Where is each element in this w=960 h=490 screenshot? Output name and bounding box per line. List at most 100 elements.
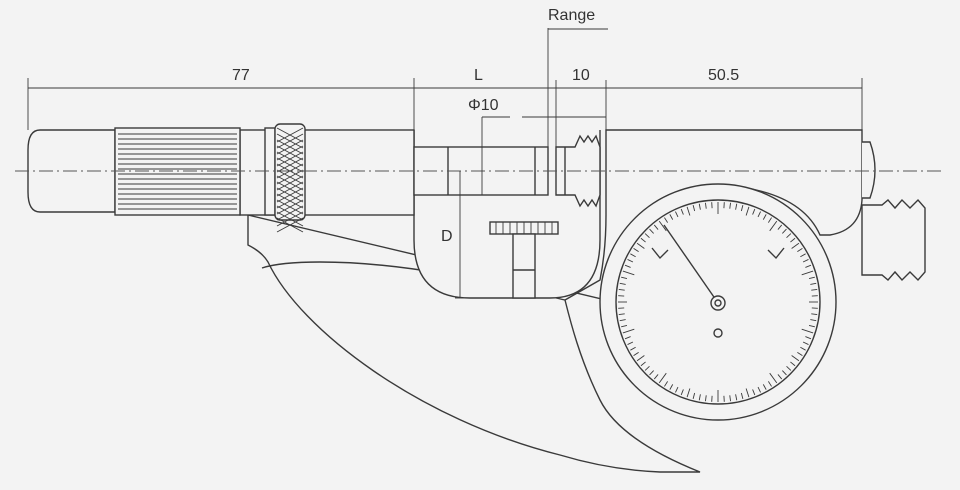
- dial-tick: [636, 355, 645, 362]
- dial-tick: [692, 392, 696, 399]
- dial-tick: [801, 328, 814, 334]
- dimension-lines: [27, 28, 863, 299]
- line: [276, 193, 304, 209]
- dial-tick: [675, 211, 679, 218]
- dial-tick: [808, 324, 815, 328]
- dial-tick: [692, 205, 696, 212]
- knurled-thimble: [114, 127, 241, 216]
- dial-tick: [745, 206, 750, 216]
- dial-tick: [757, 211, 761, 218]
- dial-tick: [762, 384, 767, 390]
- dial-tick: [621, 324, 628, 328]
- dial-tick: [802, 259, 809, 263]
- line: [276, 151, 304, 167]
- dial-tick: [658, 372, 667, 384]
- dial-tick: [705, 395, 707, 402]
- line: [276, 169, 304, 185]
- dial-tick: [735, 394, 738, 401]
- dial-tick: [800, 253, 806, 258]
- dial-tick: [698, 394, 701, 401]
- dial-tick: [664, 217, 669, 223]
- dial-tick: [669, 214, 674, 220]
- limit-mark-right: [767, 247, 785, 260]
- dial-tick: [686, 388, 691, 398]
- dial-tick: [624, 336, 631, 340]
- dial-tick: [640, 361, 646, 367]
- dial-tick: [769, 220, 778, 232]
- dial-tick: [680, 208, 684, 215]
- dial-tick: [621, 276, 628, 280]
- dial-tick: [810, 282, 817, 285]
- line: [276, 127, 304, 143]
- line: [276, 217, 304, 233]
- dial-tick: [790, 361, 796, 367]
- dial-tick: [675, 386, 679, 393]
- dial-tick: [622, 270, 635, 276]
- lock-teeth: [495, 222, 553, 234]
- dial-tick: [649, 370, 654, 376]
- dial-tick: [767, 381, 772, 387]
- dim-50-5: 50.5: [708, 67, 739, 84]
- dial-tick: [782, 228, 787, 234]
- dial-tick: [633, 248, 639, 253]
- line: [276, 205, 304, 221]
- dial-screw: [713, 328, 723, 338]
- dial-tick: [698, 203, 701, 210]
- dial-tick: [767, 217, 772, 223]
- dial-tick: [790, 237, 796, 243]
- line: [276, 145, 304, 161]
- dial-tick: [752, 389, 756, 396]
- line: [276, 181, 304, 197]
- dial-tick: [811, 313, 818, 315]
- ratchet-collar: [264, 127, 276, 216]
- dial-tick: [664, 381, 669, 387]
- dial-tick: [805, 264, 812, 268]
- lock-stem: [512, 233, 536, 299]
- dial-tick: [801, 270, 814, 276]
- dial-tick: [630, 346, 636, 351]
- dial-tick: [630, 253, 636, 258]
- dial-tick: [653, 224, 659, 230]
- dial-tick: [805, 336, 812, 340]
- dial-tick: [622, 328, 635, 334]
- line: [276, 157, 304, 173]
- dial-tick: [757, 386, 761, 393]
- dial-tick: [752, 208, 756, 215]
- dial-tick: [800, 346, 806, 351]
- dial-ticks: [618, 202, 818, 402]
- dial-tick: [797, 351, 803, 356]
- knurl-lines: [118, 133, 237, 210]
- dial-tick: [777, 224, 783, 230]
- dial-tick: [729, 395, 731, 402]
- dial-needle: [663, 224, 717, 301]
- dial-tick: [802, 341, 809, 345]
- dial-tick: [740, 392, 744, 399]
- ratchet-knurl: [274, 123, 306, 221]
- dial-tick: [619, 282, 626, 285]
- limit-mark-left: [651, 247, 669, 260]
- line: [276, 187, 304, 203]
- line: [276, 139, 304, 155]
- right-button: [862, 141, 876, 199]
- dial-tick: [686, 206, 691, 216]
- dial-tick: [653, 374, 659, 380]
- dial-tick: [782, 370, 787, 376]
- dim-10: 10: [572, 67, 590, 84]
- dial-tick: [624, 264, 631, 268]
- dial-tick: [627, 259, 634, 263]
- dim-diameter: Φ10: [468, 97, 499, 114]
- dial-tick: [705, 202, 707, 209]
- line: [276, 133, 304, 149]
- dial-tick: [786, 366, 792, 371]
- dim-D: D: [441, 228, 453, 245]
- dial-tick: [633, 351, 639, 356]
- dial-tick: [786, 233, 792, 238]
- dial-tick: [669, 384, 674, 390]
- dial-tick: [649, 228, 654, 234]
- frame: [247, 129, 863, 473]
- dial-tick: [658, 220, 667, 232]
- dial-tick: [762, 214, 767, 220]
- dial-tick: [769, 372, 778, 384]
- dial-tick: [640, 237, 646, 243]
